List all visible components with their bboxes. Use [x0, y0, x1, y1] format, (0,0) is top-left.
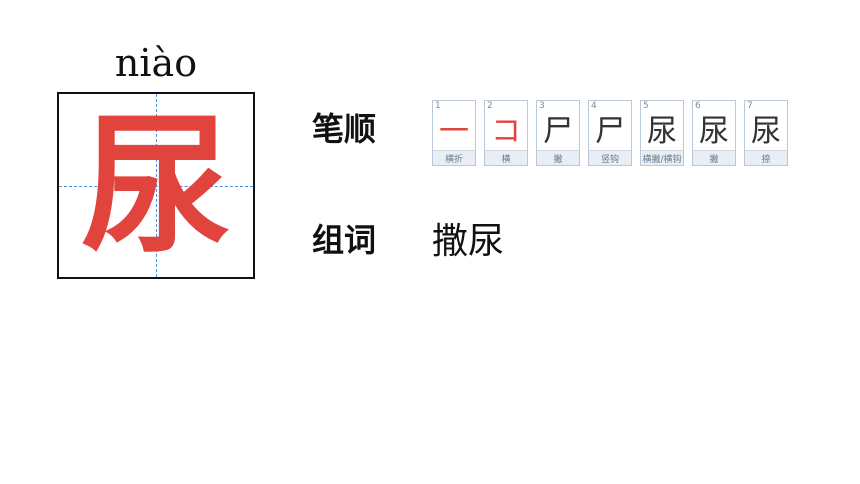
stroke-cell: 7 尿 捺 — [744, 100, 788, 166]
stroke-cell: 2 コ 横 — [484, 100, 528, 166]
main-character: 尿 — [80, 97, 231, 274]
stroke-name: 捺 — [745, 150, 787, 165]
stroke-number: 3 — [539, 101, 545, 111]
pinyin-label: niào — [114, 41, 198, 85]
word-group-text: 撒尿 — [432, 221, 505, 262]
stroke-cell: 6 尿 撇 — [692, 100, 736, 166]
stroke-number: 5 — [643, 101, 649, 111]
character-grid-box: 尿 — [57, 92, 255, 279]
stroke-glyph: 尿 — [699, 114, 729, 149]
stroke-glyph: 尿 — [751, 114, 781, 149]
stroke-number: 1 — [435, 101, 441, 111]
stroke-cell: 1 一 横折 — [432, 100, 476, 166]
stroke-cell: 4 尸 竖钩 — [588, 100, 632, 166]
stroke-order-sequence: 1 一 横折 2 コ 横 3 尸 撇 4 尸 竖钩 5 尿 横撇/横钩 6 尿 … — [432, 100, 788, 166]
stroke-order-label: 笔顺 — [312, 110, 377, 148]
stroke-number: 2 — [487, 101, 493, 111]
stroke-glyph: 尸 — [543, 114, 573, 149]
stroke-number: 6 — [695, 101, 701, 111]
stroke-name: 撇 — [537, 150, 579, 165]
grid-guide-vertical — [156, 94, 157, 277]
stroke-name: 撇 — [693, 150, 735, 165]
stroke-glyph: 一 — [439, 114, 469, 149]
stroke-name: 横撇/横钩 — [641, 150, 683, 165]
stroke-name: 横 — [485, 150, 527, 165]
stroke-name: 竖钩 — [589, 150, 631, 165]
stroke-number: 4 — [591, 101, 597, 111]
stroke-glyph: コ — [491, 114, 521, 149]
stroke-number: 7 — [747, 101, 753, 111]
word-group-label: 组词 — [312, 221, 377, 259]
stroke-cell: 5 尿 横撇/横钩 — [640, 100, 684, 166]
stroke-cell: 3 尸 撇 — [536, 100, 580, 166]
stroke-glyph: 尸 — [595, 114, 625, 149]
stroke-glyph: 尿 — [647, 114, 677, 149]
stroke-name: 横折 — [433, 150, 475, 165]
